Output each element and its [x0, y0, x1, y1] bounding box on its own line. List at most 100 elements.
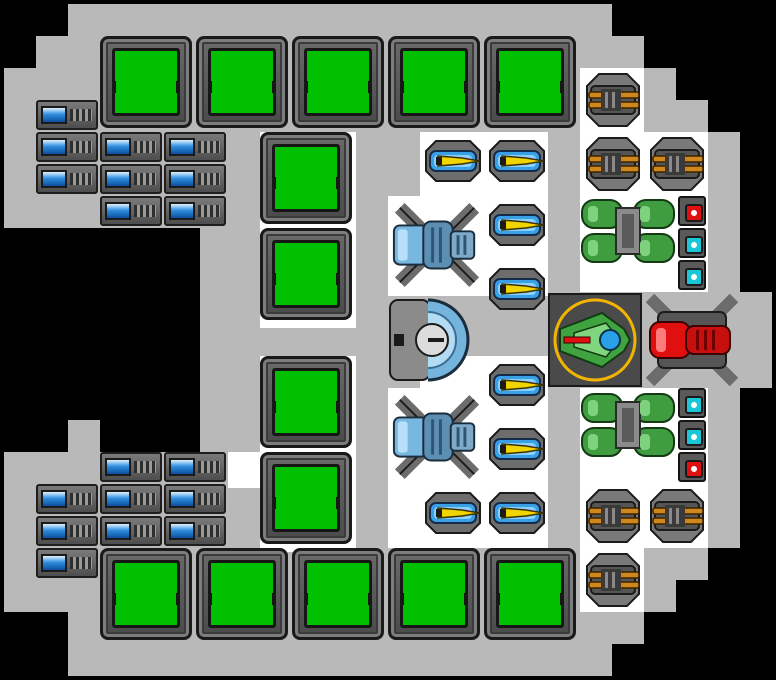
cannon: [585, 552, 641, 608]
battery-pins: [70, 525, 92, 537]
cargo-block: [260, 356, 352, 448]
laser-gun: [486, 490, 548, 536]
cyan-block: [678, 260, 706, 290]
battery-cell: [36, 516, 98, 546]
cargo-block: [196, 36, 288, 128]
battery-icon: [169, 522, 195, 540]
cargo-core: [272, 144, 340, 212]
cargo-core: [400, 48, 468, 116]
thruster-tank: [580, 390, 676, 460]
battery-pins: [70, 557, 92, 569]
cargo-core: [208, 560, 276, 628]
laser-gun: [486, 362, 548, 408]
battery-icon: [169, 458, 195, 476]
battery-pins: [198, 493, 220, 505]
cockpit: [548, 293, 642, 387]
battery-icon: [105, 138, 131, 156]
dome-shield-icon: [389, 298, 470, 382]
red-gem-icon: [685, 460, 703, 478]
battery-pins: [198, 525, 220, 537]
cargo-block: [196, 548, 288, 640]
floor-left-lower: [228, 452, 260, 488]
cargo-block: [260, 228, 352, 320]
laser-gun: [422, 138, 484, 184]
cargo-block: [388, 36, 480, 128]
battery-pins: [134, 173, 156, 185]
battery-icon: [105, 490, 131, 508]
gun-icon: [486, 202, 548, 248]
reactor: [644, 292, 740, 388]
battery-cell: [100, 516, 162, 546]
cannon-icon: [585, 552, 641, 608]
cannon-icon: [649, 488, 705, 544]
cargo-core: [112, 48, 180, 116]
battery-cell: [36, 100, 98, 130]
cyan-block: [678, 228, 706, 258]
cyan-gem-icon: [685, 236, 703, 254]
gun-icon: [486, 490, 548, 536]
cannon-icon: [585, 136, 641, 192]
cargo-block: [260, 132, 352, 224]
red-gem-icon: [685, 204, 703, 222]
shield-generator: [388, 294, 480, 386]
battery-icon: [41, 554, 67, 572]
red-block: [678, 196, 706, 226]
battery-pins: [70, 493, 92, 505]
battery-icon: [169, 170, 195, 188]
battery-pins: [198, 205, 220, 217]
cargo-block: [292, 36, 384, 128]
battery-pins: [134, 493, 156, 505]
heavy-turret-icon: [390, 390, 484, 484]
hull-right-nose: [740, 292, 772, 388]
red-block: [678, 452, 706, 482]
cargo-block: [292, 548, 384, 640]
battery-icon: [105, 170, 131, 188]
red-reactor-icon: [645, 293, 739, 387]
laser-gun: [486, 138, 548, 184]
battery-cell: [164, 452, 226, 482]
inner-void-notch-top: [100, 228, 200, 260]
battery-icon: [169, 202, 195, 220]
heavy-turret: [390, 390, 484, 484]
gun-icon: [486, 426, 548, 472]
cargo-block: [260, 452, 352, 544]
battery-pins: [70, 173, 92, 185]
gun-icon: [486, 138, 548, 184]
cargo-block: [100, 36, 192, 128]
hull-left-step-upper: [36, 36, 68, 72]
laser-gun: [422, 490, 484, 536]
cargo-block: [100, 548, 192, 640]
battery-pins: [70, 109, 92, 121]
cannon: [585, 488, 641, 544]
battery-cell: [36, 132, 98, 162]
battery-cell: [100, 484, 162, 514]
gun-icon: [422, 138, 484, 184]
cargo-core: [112, 560, 180, 628]
battery-cell: [100, 452, 162, 482]
battery-pins: [198, 461, 220, 473]
cargo-block: [484, 36, 576, 128]
tank-icon: [580, 196, 676, 266]
cyan-gem-icon: [685, 396, 703, 414]
battery-pins: [198, 173, 220, 185]
thruster-tank: [580, 196, 676, 266]
laser-gun: [486, 266, 548, 312]
cannon-icon: [585, 72, 641, 128]
battery-pins: [198, 141, 220, 153]
battery-cell: [164, 164, 226, 194]
battery-cell: [100, 196, 162, 226]
battery-icon: [105, 202, 131, 220]
battery-pins: [134, 141, 156, 153]
battery-pins: [134, 461, 156, 473]
battery-pins: [70, 141, 92, 153]
green-ship-cockpit-icon: [553, 298, 637, 382]
battery-cell: [36, 164, 98, 194]
battery-icon: [105, 522, 131, 540]
battery-icon: [41, 138, 67, 156]
battery-icon: [41, 170, 67, 188]
battery-cell: [164, 196, 226, 226]
battery-cell: [36, 484, 98, 514]
cyan-block: [678, 388, 706, 418]
cyan-gem-icon: [685, 268, 703, 286]
